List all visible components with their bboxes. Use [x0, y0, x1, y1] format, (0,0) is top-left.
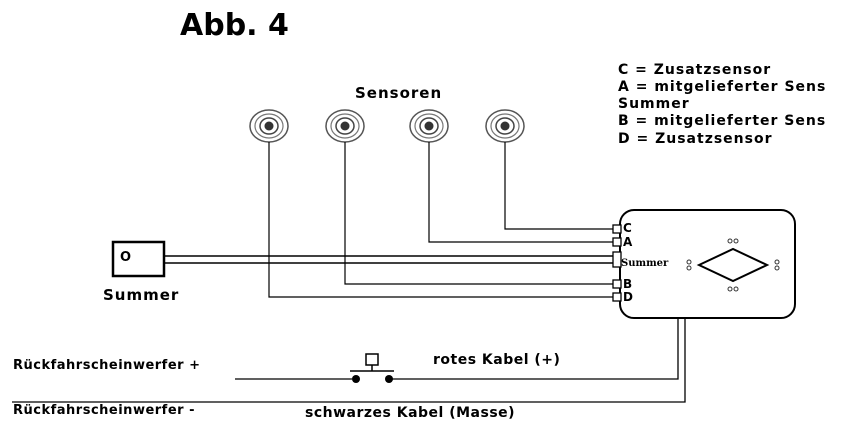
sensors-label: Sensoren — [355, 84, 443, 102]
switch-symbol — [235, 353, 394, 383]
reverse-light-minus-label: Rückfahrscheinwerfer - — [13, 403, 195, 418]
reverse-light-plus-label: Rückfahrscheinwerfer + — [13, 358, 201, 373]
legend-a: A = mitgelieferter Sens — [618, 79, 827, 95]
led-dots — [686, 238, 780, 292]
sensor-1 — [249, 109, 289, 143]
buzzer-box — [111, 240, 166, 278]
legend-c: C = Zusatzsensor — [618, 62, 772, 78]
red-cable-label: rotes Kabel (+) — [433, 352, 561, 368]
wire-sensor-b — [344, 142, 614, 285]
port-d-box — [612, 292, 622, 302]
black-cable-wire — [12, 318, 686, 403]
sensor-3 — [409, 109, 449, 143]
port-b-label: B — [623, 277, 633, 291]
port-c-label: C — [623, 221, 632, 235]
port-summer-box — [612, 251, 622, 268]
figure-title: Abb. 4 — [180, 8, 289, 43]
buzzer-symbol: O — [120, 250, 132, 265]
port-d-label: D — [623, 290, 633, 304]
wire-sensor-d — [268, 142, 614, 298]
legend-b: B = mitgelieferter Sens — [618, 113, 827, 129]
wire-sensor-a — [428, 142, 614, 243]
legend-d: D = Zusatzsensor — [618, 131, 773, 147]
port-summer-label: Summer — [621, 258, 669, 269]
wire-sensor-c — [504, 142, 614, 230]
port-b-box — [612, 279, 622, 289]
sensor-2 — [325, 109, 365, 143]
sensor-4 — [485, 109, 525, 143]
port-a-label: A — [623, 235, 633, 249]
led-diamond — [696, 247, 770, 283]
port-a-box — [612, 237, 622, 247]
black-cable-label: schwarzes Kabel (Masse) — [305, 405, 516, 421]
port-c-box — [612, 224, 622, 234]
buzzer-label: Summer — [103, 286, 180, 304]
legend-summer: Summer — [618, 96, 690, 112]
red-cable-wire — [392, 318, 679, 380]
